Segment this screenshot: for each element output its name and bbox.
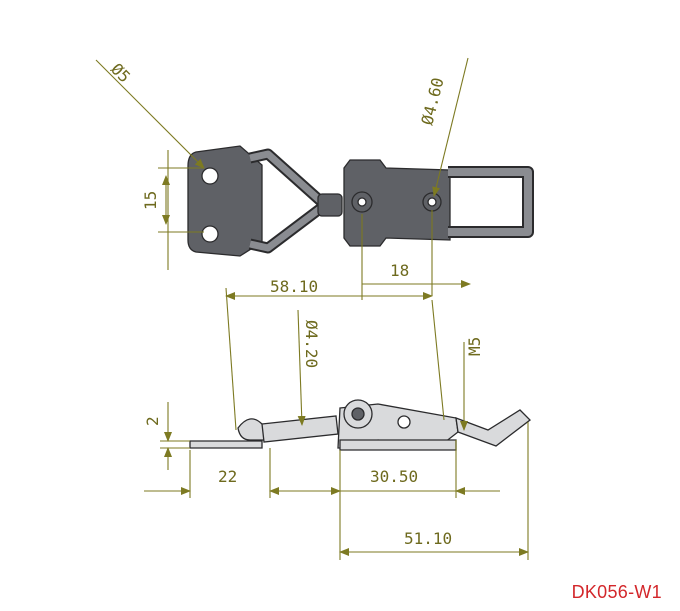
dim-hole-dia-4-60: Ø4.60 xyxy=(417,76,447,127)
rod xyxy=(261,415,339,443)
part-code: DK056-W1 xyxy=(571,582,662,602)
wire-collar xyxy=(317,193,343,217)
dimension-lines xyxy=(95,57,529,560)
lever-tail xyxy=(455,409,531,447)
dimension-labels: Ø5 Ø4.60 15 58.10 18 Ø4.20 M5 2 22 30.50… xyxy=(107,59,484,548)
dim-thickness-2: 2 xyxy=(143,416,162,426)
dim-thread-m5: M5 xyxy=(465,337,484,356)
bottom-flange xyxy=(339,439,457,451)
handle-loop xyxy=(448,166,534,238)
dim-length-18: 18 xyxy=(390,261,409,280)
dim-hole-dia-5: Ø5 xyxy=(107,59,134,86)
dim-hole-dia-4-20: Ø4.20 xyxy=(302,320,321,368)
dim-length-30-50: 30.50 xyxy=(370,467,418,486)
dim-length-22: 22 xyxy=(218,467,237,486)
dim-length-58-10: 58.10 xyxy=(270,277,318,296)
dim-length-51-10: 51.10 xyxy=(404,529,452,548)
lever-body xyxy=(343,159,451,247)
side-view xyxy=(189,399,531,451)
lever-rivet xyxy=(397,415,411,429)
top-view xyxy=(187,145,534,257)
mount-hole-bottom xyxy=(201,225,219,243)
dim-hole-spacing: 15 xyxy=(141,191,160,210)
base-strip xyxy=(189,440,263,449)
mount-hole-top xyxy=(201,167,219,185)
